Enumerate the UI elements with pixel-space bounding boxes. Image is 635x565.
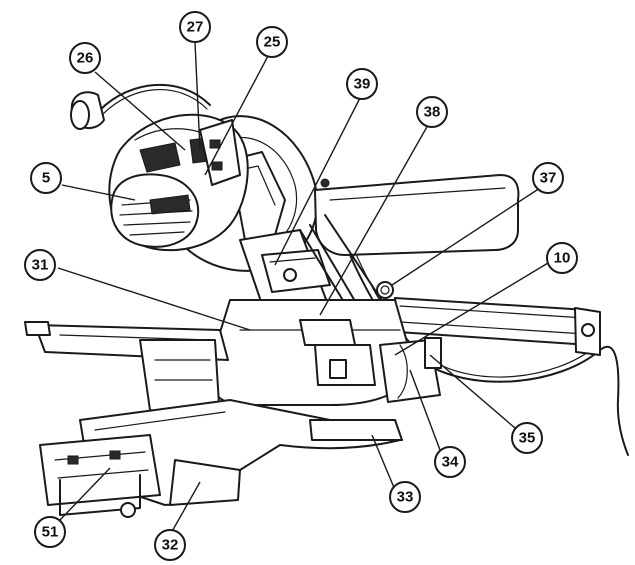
callout-39: 39: [346, 68, 378, 100]
leader-lines: [57, 41, 549, 536]
saw-illustration: [24, 84, 629, 518]
callout-27-label: 27: [187, 19, 204, 36]
turntable: [207, 299, 416, 406]
callout-5: 5: [30, 162, 62, 194]
callout-34: 34: [434, 446, 466, 478]
callout-5-label: 5: [42, 170, 50, 187]
callout-33-label: 33: [397, 489, 414, 506]
fence-left: [24, 321, 229, 421]
callout-34-label: 34: [442, 454, 459, 471]
callout-32: 32: [154, 529, 186, 561]
callout-32-label: 32: [162, 537, 179, 554]
callout-37-label: 37: [540, 170, 557, 187]
callout-38: 38: [416, 96, 448, 128]
callout-26: 26: [69, 42, 101, 74]
work-light: [70, 84, 211, 130]
callout-10-label: 10: [554, 250, 571, 267]
callout-25-label: 25: [264, 34, 281, 51]
callout-35-label: 35: [519, 430, 536, 447]
callout-10: 10: [546, 242, 578, 274]
callout-31: 31: [24, 249, 56, 281]
callout-31-label: 31: [32, 257, 49, 274]
front-vise: [39, 434, 161, 518]
callout-51: 51: [34, 516, 66, 548]
upper-guard: [314, 174, 520, 256]
callout-51-label: 51: [42, 524, 59, 541]
base: [79, 399, 403, 506]
callout-38-label: 38: [424, 104, 441, 121]
callout-25: 25: [256, 26, 288, 58]
callout-27: 27: [179, 11, 211, 43]
callout-37: 37: [532, 162, 564, 194]
handle: [199, 119, 241, 186]
callout-26-label: 26: [77, 50, 94, 67]
callout-33: 33: [389, 481, 421, 513]
callouts: 27 25 26 39 38 5 37 31: [24, 11, 578, 561]
slide-rails: [394, 297, 601, 356]
callout-39-label: 39: [354, 76, 371, 93]
callout-35: 35: [511, 422, 543, 454]
